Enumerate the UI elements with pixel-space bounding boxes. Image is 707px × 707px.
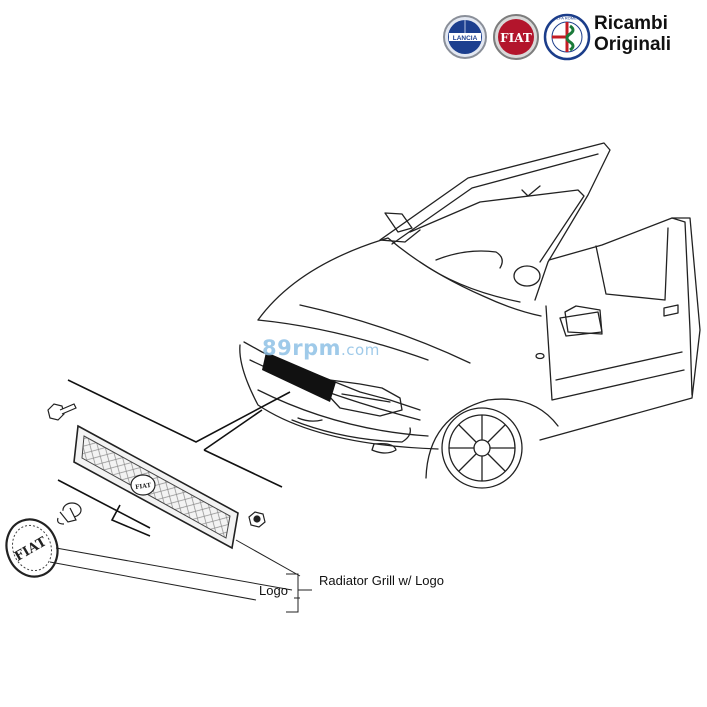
fiat-logo: FIAT <box>493 14 539 60</box>
fiat-logo-text: FIAT <box>500 31 532 45</box>
alfa-romeo-logo-text: ALFA ROMEO <box>554 16 580 21</box>
clip-part <box>57 502 82 525</box>
watermark-main: 89rpm <box>262 336 341 360</box>
callout-radiator-grill: Radiator Grill w/ Logo <box>319 573 444 588</box>
watermark: 89rpm.com <box>262 336 380 360</box>
nut-part <box>248 511 266 528</box>
radiator-grill-part: FIAT <box>73 424 239 550</box>
fiat-emblem-part: FIAT <box>5 518 59 578</box>
car-grille-highlight <box>262 352 336 402</box>
brand-line-2: Originali <box>594 34 672 55</box>
screw-part <box>47 403 77 421</box>
car-illustration <box>239 142 701 489</box>
leader-lines <box>57 379 291 537</box>
watermark-domain: .com <box>341 341 380 359</box>
grill-emblem-text: FIAT <box>135 482 152 491</box>
alfa-romeo-logo: ALFA ROMEO <box>543 13 591 61</box>
callout-logo: Logo <box>259 583 288 598</box>
lancia-logo-text: LANCIA <box>453 35 478 42</box>
lancia-logo: LANCIA <box>443 15 487 59</box>
brand-title: Ricambi Originali <box>594 13 671 55</box>
callout-lines <box>49 539 312 613</box>
brand-line-1: Ricambi <box>594 13 668 34</box>
grill-emblem <box>130 474 156 496</box>
